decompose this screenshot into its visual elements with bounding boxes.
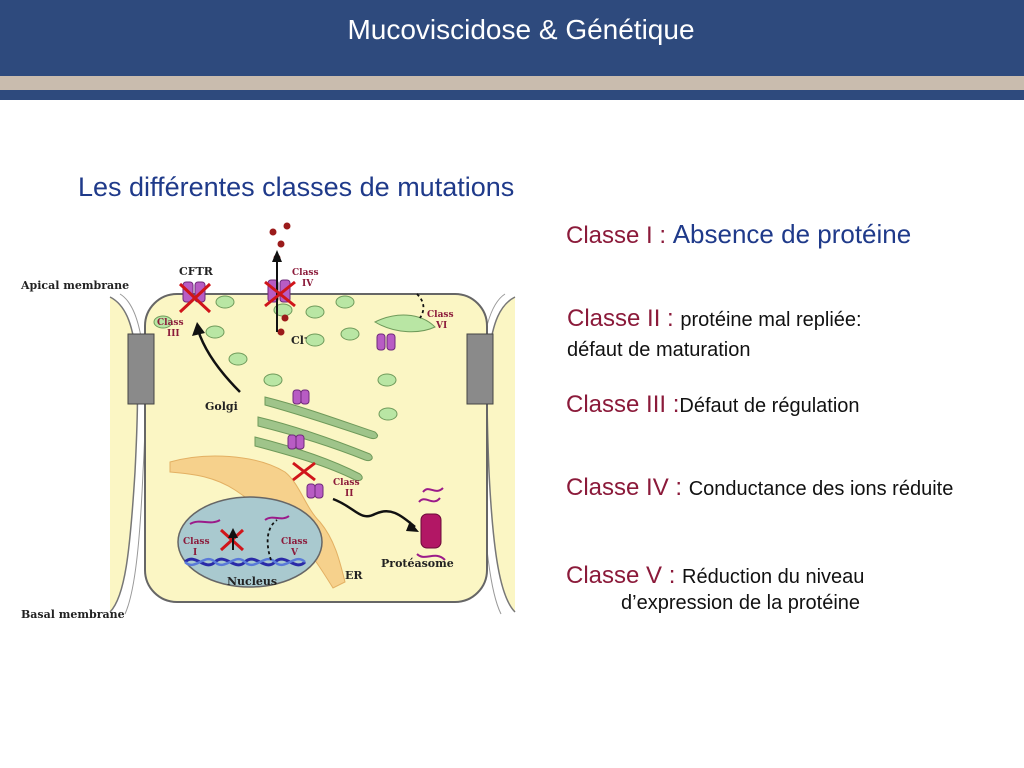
- slide-title: Mucoviscidose & Génétique: [347, 14, 695, 45]
- tight-junction-left: [127, 333, 155, 405]
- chloride-label: Cl-: [291, 332, 307, 347]
- cftr-label: CFTR: [179, 265, 214, 278]
- basal-membrane-label: Basal membrane: [21, 608, 125, 621]
- title-bar: [0, 0, 1024, 76]
- golgi-apparatus: [254, 396, 378, 481]
- class-4-description: Classe IV : Conductance des ions réduite: [566, 474, 954, 501]
- proteasome-label: Protéasome: [381, 557, 454, 570]
- endosome: [373, 314, 436, 333]
- vesicles: [153, 295, 398, 421]
- golgi-to-membrane-arrow: [196, 329, 241, 393]
- nucleus-label: Nucleus: [227, 575, 277, 588]
- class-2-description-line2: défaut de maturation: [567, 339, 751, 361]
- title-bar-stripe: [0, 76, 1024, 90]
- golgi-label: Golgi: [205, 400, 238, 413]
- class-2-description: Classe II : protéine mal repliée:: [567, 305, 862, 332]
- chloride-ions: [269, 222, 291, 336]
- mrna-strand: [189, 519, 221, 525]
- section-heading: Les différentes classes de mutations: [78, 172, 515, 202]
- class-v-arrow: [266, 519, 278, 561]
- cftr-mutation-diagram: Apical membrane Basal membrane ER Nucleu…: [20, 222, 516, 621]
- class-5-description: Classe V : Réduction du niveau: [566, 562, 865, 589]
- class-3-description: Classe III :Défaut de régulation: [566, 391, 860, 418]
- apical-membrane-label: Apical membrane: [20, 279, 129, 292]
- title-bar-stripe-bottom: [0, 90, 1024, 100]
- tight-junction-right: [466, 333, 494, 405]
- er-label: ER: [345, 569, 363, 582]
- class-5-description-line2: d’expression de la protéine: [621, 592, 861, 614]
- class-vi-arrow: [416, 293, 425, 319]
- class-1-description: Classe I : Absence de protéine: [566, 219, 912, 249]
- proteasome: [416, 487, 446, 561]
- er-to-proteasome-arrow: [332, 497, 416, 528]
